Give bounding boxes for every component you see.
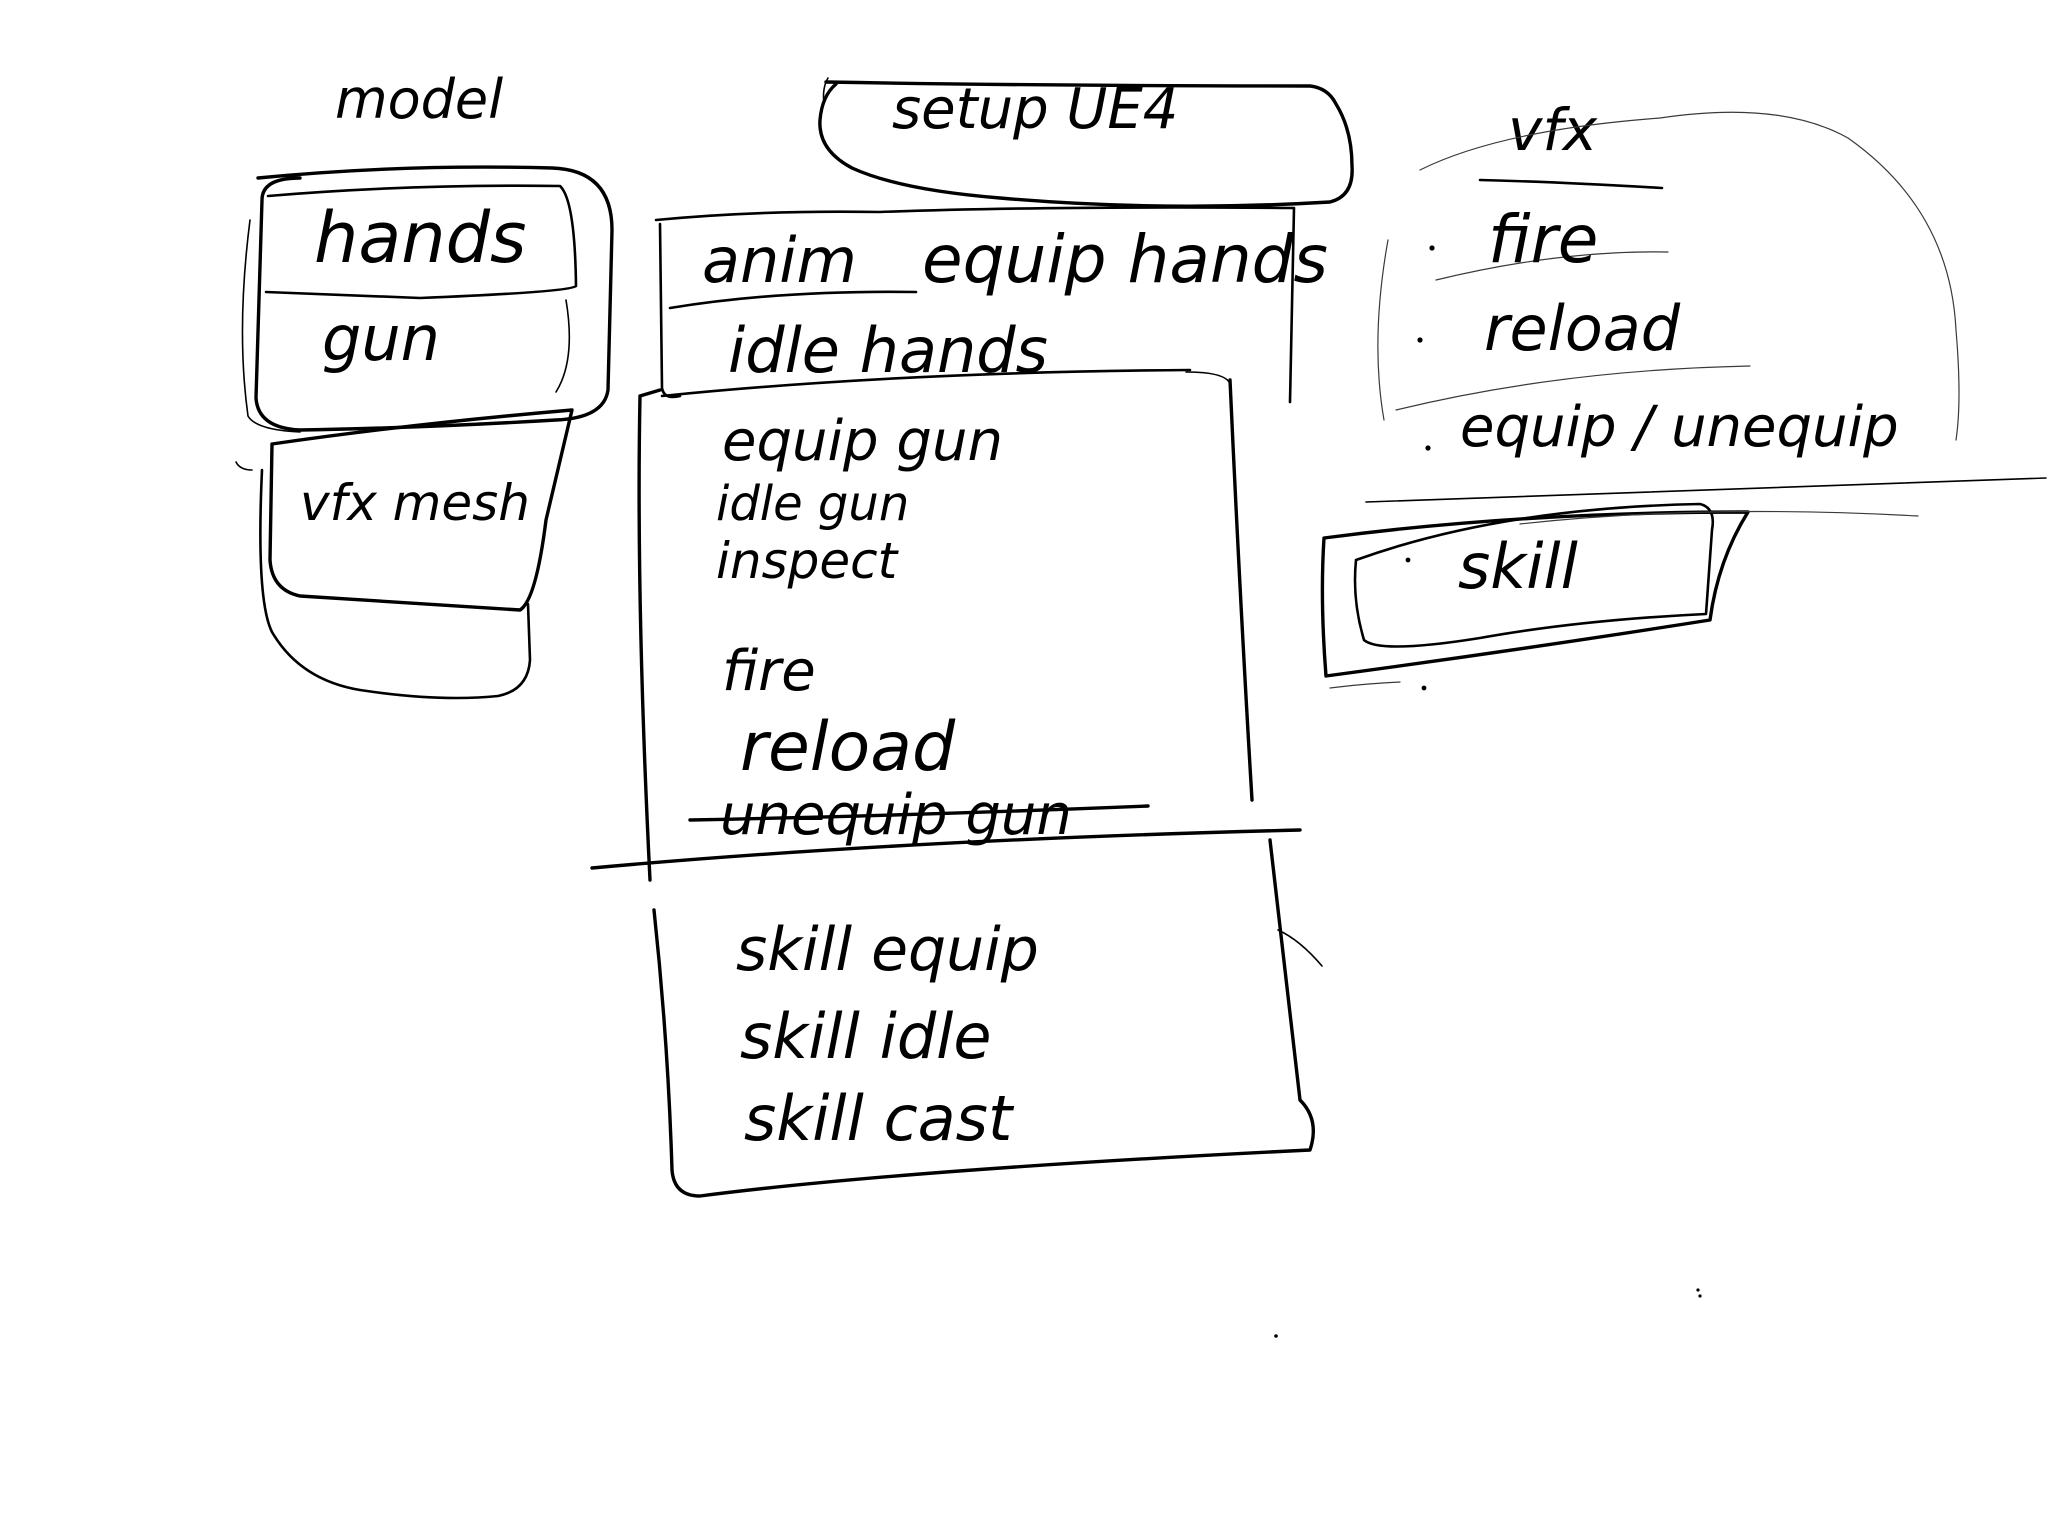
vfx-title: vfx [1508, 96, 1598, 164]
vfx-item-equip-unequip: equip / unequip [1460, 395, 1899, 460]
anim-header-right: equip hands [922, 221, 1328, 298]
model-parts-box-inner [264, 184, 578, 300]
model-item-hands: hands [314, 197, 527, 279]
anim-skill-idle: skill idle [740, 1000, 992, 1073]
model-vfx-mesh-label: vfx mesh [300, 474, 530, 532]
anim-strike-line [688, 804, 1150, 822]
anim-skill-cast: skill cast [744, 1082, 1015, 1155]
anim-skill-section [652, 838, 1315, 1198]
vfx-group: vfx fire reload equip / unequip skill [1320, 96, 2047, 691]
vfx-item-fire: fire [1488, 201, 1598, 278]
setup-ue4-label: setup UE4 [892, 77, 1178, 142]
anim-section-divider [590, 828, 1302, 870]
model-parts-box [254, 165, 614, 432]
anim-gun-item-reload: reload [740, 708, 956, 787]
anim-header-left: anim [702, 224, 857, 297]
model-item-gun: gun [322, 302, 440, 375]
anim-gun-item-idle: idle gun [716, 476, 909, 532]
setup-group: setup UE4 [818, 77, 1354, 208]
vfx-skill-label: skill [1458, 530, 1578, 603]
anim-gun-section [637, 378, 1254, 882]
anim-gun-item-equip: equip gun [722, 409, 1003, 474]
model-title: model [335, 68, 503, 131]
anim-idle-hands: idle hands [728, 314, 1048, 387]
model-group: model hands gun vfx mesh [235, 68, 614, 700]
anim-gun-item-fire: fire [722, 639, 816, 704]
anim-group: anim equip hands idle hands equip gun id… [590, 206, 1328, 1198]
anim-gun-item-inspect: inspect [716, 532, 900, 590]
vfx-outline [1419, 111, 1960, 441]
vfx-skill-box [1320, 510, 1750, 678]
model-vfx-mesh-box [268, 408, 574, 612]
anim-skill-equip: skill equip [736, 915, 1039, 985]
setup-ue4-bubble [818, 80, 1354, 208]
vfx-item-reload: reload [1484, 292, 1681, 365]
